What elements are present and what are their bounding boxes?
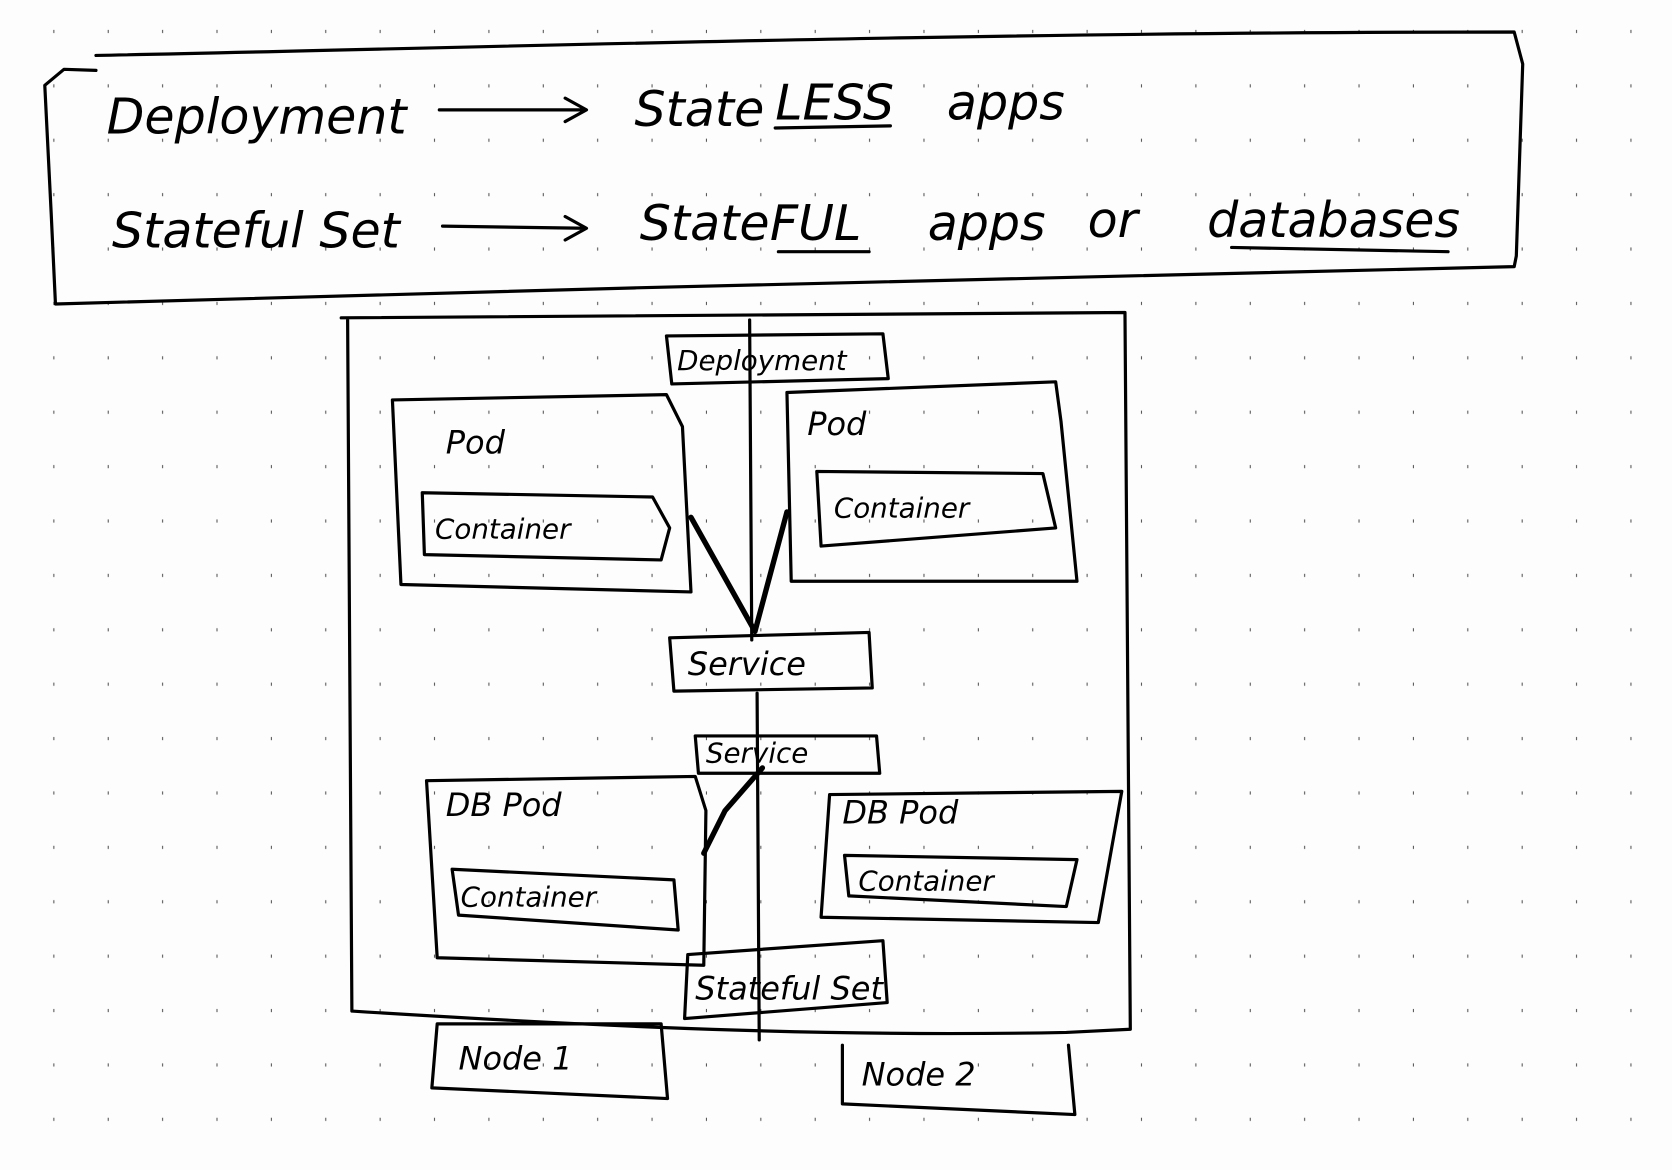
container-box: Container: [842, 853, 1079, 909]
service-box-bottom: Service: [693, 734, 882, 775]
container-box: Container: [815, 469, 1058, 548]
service-box-top: Service: [668, 630, 874, 693]
svg-text:Stateful Set: Stateful Set: [695, 969, 884, 1007]
db-pod-left: DB Pod Container: [424, 774, 708, 967]
svg-text:Container: Container: [858, 865, 995, 898]
cluster-frame: [339, 310, 1132, 1036]
svg-text:Service: Service: [688, 645, 806, 683]
node-1-label: Node 1: [430, 1022, 670, 1101]
svg-text:Pod: Pod: [446, 423, 506, 461]
legend-suffix-apps: apps: [947, 73, 1065, 131]
legend-box: Deployment State LESS apps Stateful Set …: [43, 30, 1525, 306]
svg-text:Node 1: Node 1: [459, 1040, 573, 1078]
legend-or: or: [1088, 191, 1141, 249]
svg-text:DB Pod: DB Pod: [446, 786, 563, 824]
svg-text:Container: Container: [435, 513, 572, 546]
node-2-label: Node 2: [840, 1043, 1077, 1117]
legend-term-statefulset: Stateful Set: [112, 201, 402, 259]
pod-left: Pod Container: [390, 393, 693, 594]
legend-prefix-stateless: State: [634, 80, 764, 138]
container-box: Container: [450, 867, 680, 932]
svg-text:Deployment: Deployment: [677, 344, 848, 377]
connection-line: [701, 765, 766, 856]
legend-term-deployment: Deployment: [107, 87, 409, 145]
statefulset-box: Stateful Set: [682, 939, 889, 1021]
svg-text:DB Pod: DB Pod: [842, 793, 959, 831]
svg-text:Container: Container: [834, 491, 971, 524]
arrow-icon: [440, 214, 589, 242]
node-divider: [748, 318, 761, 1042]
legend-suffix-apps: apps: [928, 194, 1046, 252]
legend-databases: databases: [1207, 191, 1460, 249]
pod-right: Pod Container: [785, 380, 1079, 583]
legend-emphasis-ful: FUL: [770, 194, 861, 252]
deployment-box: Deployment: [664, 332, 890, 386]
svg-text:Pod: Pod: [807, 405, 867, 443]
connection-line: [688, 509, 790, 635]
svg-text:Node 2: Node 2: [862, 1056, 976, 1094]
db-pod-right: DB Pod Container: [819, 789, 1124, 925]
legend-emphasis-less: LESS: [775, 73, 894, 131]
svg-text:Container: Container: [461, 881, 598, 914]
svg-text:Service: Service: [706, 737, 808, 770]
arrow-icon: [437, 96, 589, 124]
legend-prefix-stateful: State: [640, 194, 770, 252]
container-box: Container: [420, 491, 672, 562]
